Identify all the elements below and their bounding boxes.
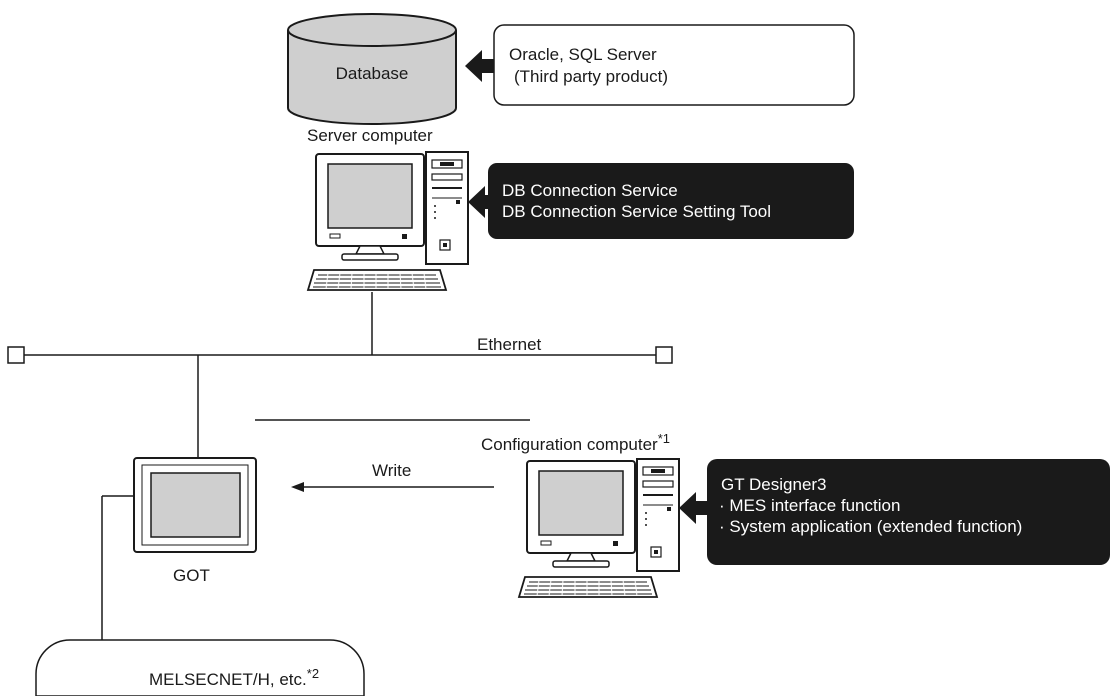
note-mark-1: *1 (658, 431, 670, 446)
server-callout-line-2: DB Connection Service Setting Tool (502, 202, 771, 221)
network-lines (16, 292, 656, 646)
got-device (133, 457, 257, 553)
database-callout-line-1: Oracle, SQL Server (509, 45, 657, 64)
note-mark-2: *2 (307, 666, 319, 681)
write-label: Write (372, 461, 411, 480)
database-callout: Oracle, SQL Server (Third party product) (493, 24, 855, 106)
server-computer-icon (307, 151, 469, 291)
write-arrow (291, 482, 494, 492)
database-arrow (465, 50, 496, 82)
configuration-callout-line-3: · System application (extended function) (719, 517, 1022, 536)
melsecnet-label: MELSECNET/H, etc.*2 (149, 666, 319, 689)
ethernet-terminator-right (655, 346, 673, 364)
database-cylinder: Database (287, 13, 457, 125)
configuration-computer-name: Configuration computer (481, 435, 658, 454)
server-callout: DB Connection Service DB Connection Serv… (488, 163, 854, 239)
got-label: GOT (173, 566, 210, 585)
database-label: Database (336, 64, 409, 83)
configuration-callout: GT Designer3 · MES interface function · … (707, 459, 1110, 565)
configuration-callout-line-2: · MES interface function (719, 496, 900, 515)
server-callout-line-1: DB Connection Service (502, 181, 678, 200)
database-callout-line-2: (Third party product) (514, 67, 668, 86)
configuration-computer-label: Configuration computer*1 (481, 431, 670, 454)
ethernet-label: Ethernet (477, 335, 542, 354)
melsecnet-network (35, 639, 365, 696)
configuration-computer-icon (518, 458, 680, 598)
server-arrow (468, 186, 500, 218)
server-computer-label: Server computer (307, 126, 433, 145)
melsecnet-name: MELSECNET/H, etc. (149, 670, 307, 689)
configuration-callout-line-1: GT Designer3 (721, 475, 827, 494)
ethernet-terminator-left (7, 346, 25, 364)
configuration-arrow (679, 492, 712, 524)
